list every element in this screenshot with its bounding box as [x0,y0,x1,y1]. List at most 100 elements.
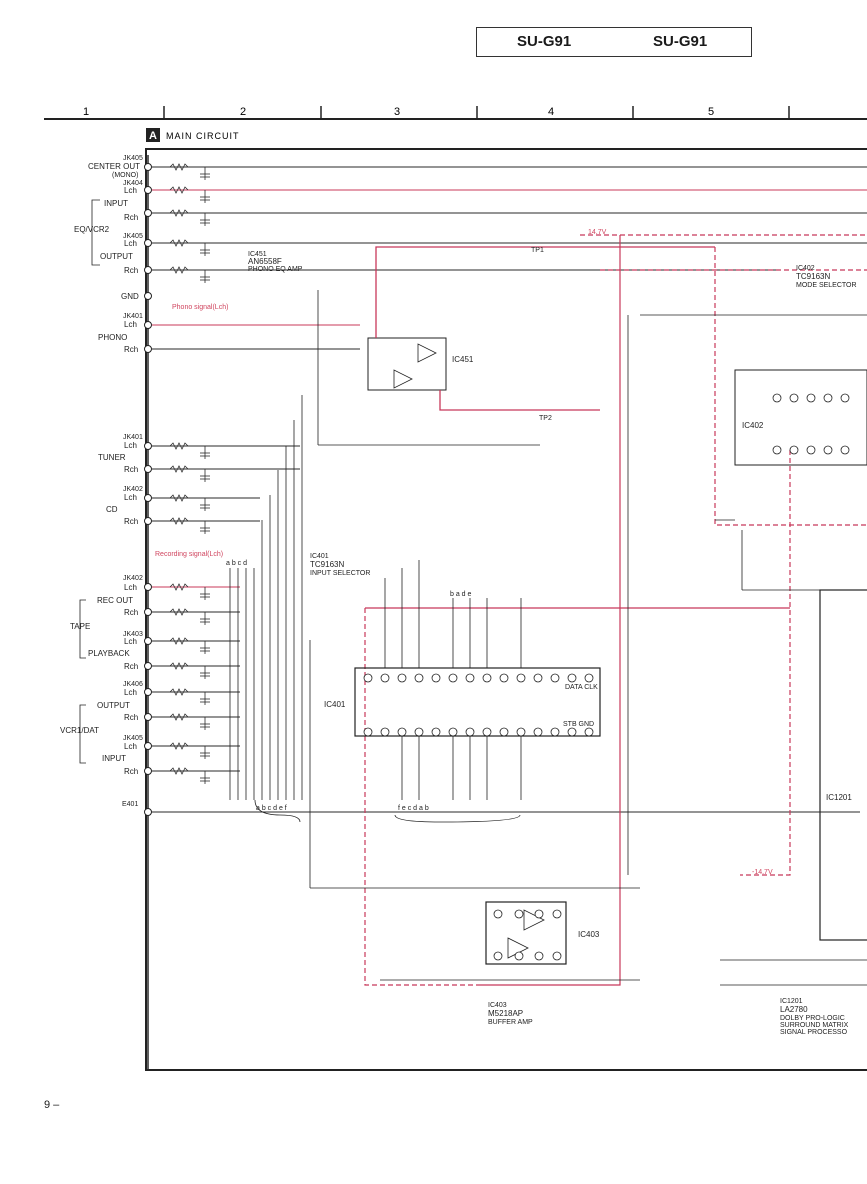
grid-number-3: 3 [394,106,400,118]
ic403-box [485,901,567,965]
ic401-ref: IC401 [310,553,329,560]
model-title-right: SU-G91 [653,33,708,50]
bus-abcd-label: a b c d [226,560,247,567]
bus-bade-label: b a d e [450,591,472,598]
ic403-desc: BUFFER AMP [488,1019,533,1026]
ic402-box [734,369,867,466]
jk-vcr1-out-lch: Lch [124,688,137,697]
jk-tape-ref: JK402 [123,575,143,582]
section-title: MAIN CIRCUIT [166,131,240,141]
ic403-part: M5218AP [488,1009,523,1018]
jk-vcr1-ref: JK406 [123,681,143,688]
ic1201-ref: IC1201 [780,998,803,1005]
jk-tuner-ref: JK401 [123,434,143,441]
ic401-block: IC401 IC401 TC9163N INPUT SELECTOR DATA … [310,553,601,800]
jk-tape-ref2: JK403 [123,631,143,638]
jack-terminals [144,163,152,816]
jk-eq-ref2: JK405 [123,233,143,240]
grid-ruler: 1 2 3 4 5 [44,106,867,120]
group-brackets [79,199,100,764]
selector-bus [229,395,521,823]
jk-cd-lch: Lch [124,493,137,502]
jk-eq-output: OUTPUT [100,252,133,261]
phono-signal-note: Phono signal(Lch) [172,304,228,311]
grid-number-1: 1 [83,106,89,118]
ic402-part: TC9163N [796,272,830,281]
grid-number-2: 2 [240,106,246,118]
ic402-ref: IC402 [796,265,815,272]
jk-eq-ref: JK404 [123,180,143,187]
ic1201-desc2: SURROUND MATRIX [780,1022,849,1029]
bus-abcdef-label: a b c d e f [256,805,287,812]
rail-voltage-bottom: -14.7V [752,869,773,876]
ic451-part: AN6558F [248,257,282,266]
ic451-desc: PHONO EQ AMP [248,266,303,273]
jk-tape-lch: Lch [124,583,137,592]
ic451-block: IC451 IC451 AN6558F PHONO EQ AMP [248,246,715,446]
ic402-box-label: IC402 [742,421,764,430]
ic451-box [367,337,447,391]
ic1201-desc1: DOLBY PRO-LOGIC [780,1015,845,1022]
jk-eq-rch: Rch [124,213,138,222]
jk-tape-pb-rch: Rch [124,662,138,671]
jk-phono-label: PHONO [98,333,127,342]
jk-tuner-label: TUNER [98,453,126,462]
jk-gnd: GND [121,292,139,301]
jk-eq-input: INPUT [104,199,128,208]
recording-signal-note: Recording signal(Lch) [155,551,223,558]
jk-center-ref: JK405 [123,155,143,162]
ic1201-desc3: SIGNAL PROCESSO [780,1029,848,1036]
tp2-label: TP2 [539,415,552,422]
jk-cd-rch: Rch [124,517,138,526]
ic451-box-label: IC451 [452,355,474,364]
ic401-stb-gnd: STB GND [563,721,594,728]
page-number: 9 – [44,1099,60,1111]
power-rail-lines [364,234,867,986]
ic1201-box-label: IC1201 [826,793,852,802]
jk-center-sub: (MONO) [112,172,138,179]
jk-vcr1-out-rch: Rch [124,713,138,722]
ic403-box-label: IC403 [578,930,600,939]
section-letter-box [146,128,160,142]
ic1201-box [819,589,867,941]
grid-number-5: 5 [708,106,714,118]
ic1201-part: LA2780 [780,1005,808,1014]
ic401-box [354,667,601,737]
grid-number-4: 4 [548,106,554,118]
ic402-desc: MODE SELECTOR [796,282,857,289]
jk-tuner-rch: Rch [124,465,138,474]
ic403-ref: IC403 [488,1002,507,1009]
jk-vcr1-input: INPUT [102,754,126,763]
jk-tape-pb-lch: Lch [124,637,137,646]
jk-tuner-lch: Lch [124,441,137,450]
jk-tape-rec-out: REC OUT [97,596,133,605]
ic401-data-clk: DATA CLK [565,684,598,691]
jk-vcr1-group: VCR1/DAT [60,726,99,735]
jk-cd-label: CD [106,505,118,514]
ic402-block: IC402 IC402 TC9163N MODE SELECTOR [734,265,867,466]
jk-phono-ref: JK401 [123,313,143,320]
jk-phono-rch: Rch [124,345,138,354]
e401-label: E401 [122,801,138,808]
jk-center-label: CENTER OUT [88,162,140,171]
jk-eq-out-rch: Rch [124,266,138,275]
jk-vcr1-in-rch: Rch [124,767,138,776]
jk-phono-lch: Lch [124,320,137,329]
jk-eq-out-lch: Lch [124,239,137,248]
rail-voltage-top: 14.7V [588,229,607,236]
ic401-part: TC9163N [310,560,344,569]
model-title-box: SU-G91 SU-G91 [476,27,752,57]
jk-cd-ref: JK402 [123,486,143,493]
jk-tape-playback: PLAYBACK [88,649,130,658]
ic401-box-label: IC401 [324,700,346,709]
ic1201-block: IC1201 IC1201 LA2780 DOLBY PRO-LOGIC SUR… [780,589,867,1036]
jk-vcr1-ref2: JK405 [123,735,143,742]
jk-eq-lch: Lch [124,186,137,195]
tp1-label: TP1 [531,247,544,254]
jk-vcr1-output: OUTPUT [97,701,130,710]
jack-labels: JK405 CENTER OUT (MONO) JK404 Lch INPUT … [60,155,228,808]
jk-vcr1-in-lch: Lch [124,742,137,751]
jk-tape-rec-rch: Rch [124,608,138,617]
ic401-desc: INPUT SELECTOR [310,570,370,577]
